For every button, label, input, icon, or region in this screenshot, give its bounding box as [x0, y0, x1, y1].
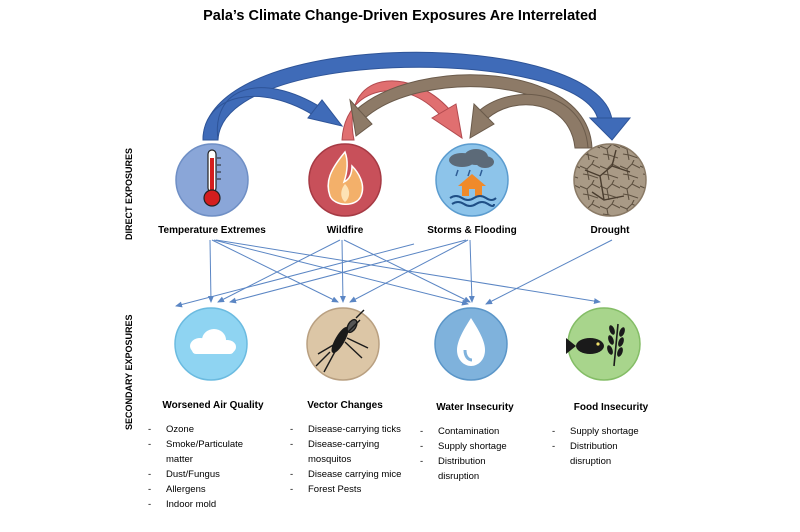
arrow-storms-to-air-b	[229, 239, 467, 304]
list-item: matter	[166, 454, 193, 465]
cloud-icon	[190, 329, 236, 354]
arrow-temperature-to-air	[207, 239, 214, 303]
arrow-drought-to-storms	[479, 93, 589, 149]
water-insecurity-label: Water Insecurity	[436, 402, 514, 413]
big-arrows	[202, 51, 632, 149]
list-item: -Allergens	[148, 484, 206, 495]
water-insecurity-list: -Contamination -Supply shortage -Distrib…	[420, 424, 507, 484]
list-item: -Indoor mold	[148, 499, 217, 510]
arrow-wildfire-to-vector	[339, 239, 346, 303]
arrow-drought-to-wildfire-head	[349, 98, 373, 137]
secondary-exposures-label: SECONDARY EXPOSURES	[124, 314, 134, 430]
list-item: disruption	[570, 456, 612, 467]
list-item: mosquitos	[308, 454, 352, 465]
list-item: -Dust/Fungus	[148, 469, 220, 480]
worsened-air-quality-label: Worsened Air Quality	[162, 400, 264, 411]
vector-changes-list: -Disease-carrying ticks -Disease-carryin…	[290, 422, 401, 497]
storms-flooding-label: Storms & Flooding	[427, 225, 517, 236]
list-item: -Contamination	[420, 426, 500, 437]
direct-exposures-label: DIRECT EXPOSURES	[124, 147, 134, 240]
thermometer-icon	[203, 149, 221, 207]
arrow-wildfire-to-storms-head	[431, 103, 463, 140]
arrow-temperature-to-vector	[211, 239, 339, 303]
thin-arrows	[175, 239, 613, 308]
list-item: -Forest Pests	[290, 484, 362, 495]
list-item: -Ozone	[148, 424, 194, 435]
list-item: -Disease-carrying	[290, 439, 380, 450]
arrow-drought-to-storms-head	[469, 102, 495, 139]
fish-wheat-icon	[566, 323, 625, 367]
air-quality-list: -Ozone -Smoke/Particulate matter -Dust/F…	[148, 422, 243, 512]
arrow-temperature-to-water	[213, 239, 469, 306]
list-item: disruption	[438, 471, 480, 482]
cracked-earth-icon	[584, 149, 631, 201]
drought-label: Drought	[590, 225, 630, 236]
drought-circle	[573, 143, 647, 217]
temperature-extremes-label: Temperature Extremes	[158, 225, 266, 236]
list-item: -Distribution	[420, 456, 486, 467]
arrow-temperature-to-wildfire-head	[307, 99, 344, 127]
list-item: -Disease carrying mice	[290, 469, 402, 480]
direct-icons	[175, 143, 647, 217]
arrow-drought-to-water	[485, 239, 613, 305]
arrow-temperature-to-drought-head	[588, 117, 632, 141]
vector-changes-label: Vector Changes	[307, 400, 383, 411]
mosquito-icon	[315, 309, 369, 373]
food-insecurity-label: Food Insecurity	[573, 402, 649, 413]
arrow-wildfire-to-water	[343, 239, 471, 303]
secondary-icons	[174, 307, 641, 381]
arrow-storms-to-air-a	[175, 243, 415, 308]
water-drop-icon	[457, 318, 485, 366]
arrow-wildfire-to-air	[217, 239, 341, 303]
list-item: -Smoke/Particulate	[148, 439, 244, 450]
diagram-title: Pala’s Climate Change-Driven Exposures A…	[203, 8, 597, 24]
arrow-storms-to-water	[468, 239, 475, 303]
list-item: -Supply shortage	[420, 441, 507, 452]
list-item: -Supply shortage	[552, 426, 639, 437]
storm-flood-house-icon	[449, 149, 497, 207]
list-item: -Disease-carrying ticks	[290, 424, 401, 435]
list-item: -Distribution	[552, 441, 618, 452]
flame-icon	[327, 150, 364, 205]
arrow-storms-to-vector	[349, 239, 469, 303]
food-insecurity-list: -Supply shortage -Distribution disruptio…	[552, 424, 639, 469]
wildfire-label: Wildfire	[326, 225, 364, 236]
